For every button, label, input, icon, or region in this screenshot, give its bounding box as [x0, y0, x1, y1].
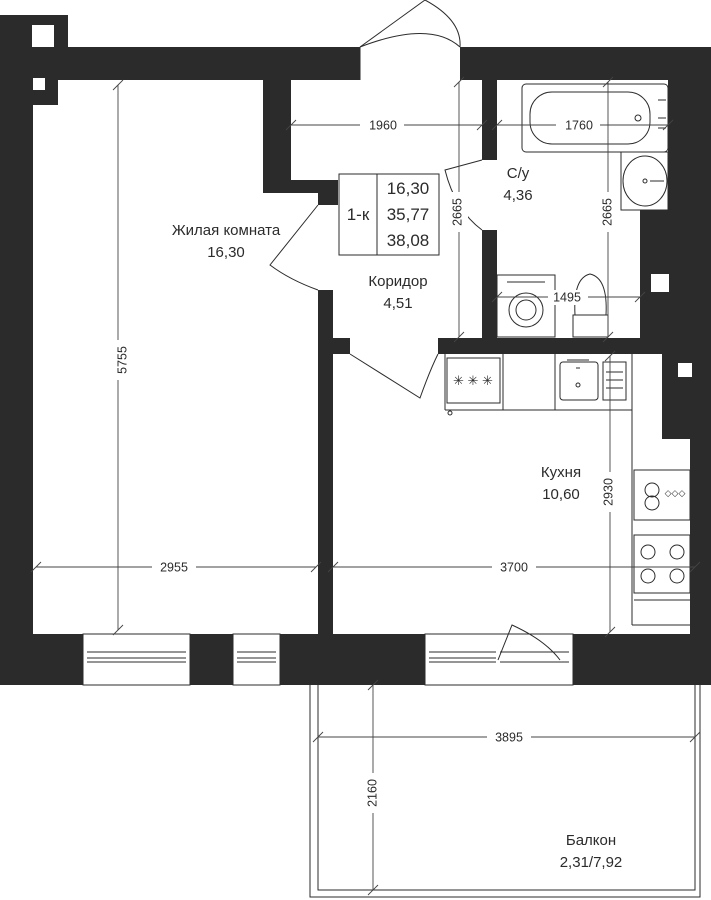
- stove: [633, 534, 691, 601]
- dim-kitchen-height: 2930: [601, 478, 615, 506]
- dim-living-width: 2955: [160, 560, 188, 574]
- svg-text:✳ ✳ ✳: ✳ ✳ ✳: [453, 373, 493, 388]
- dim-bath-height: 2665: [600, 198, 614, 226]
- kitchen-counter: [444, 354, 690, 626]
- dim-kitchen-width: 3700: [500, 560, 528, 574]
- corridor-name: Коридор: [368, 273, 427, 290]
- cooktop-top: ✳ ✳ ✳: [446, 357, 501, 416]
- info-box: [338, 173, 440, 256]
- dim-balcony-depth: 2160: [365, 779, 379, 807]
- living-room-area: 16,30: [207, 244, 245, 261]
- sink: [620, 151, 669, 211]
- living-room-name: Жилая комната: [172, 222, 281, 239]
- dim-living-height: 5755: [115, 346, 129, 374]
- walls: [0, 15, 711, 685]
- dim-bath-width: 1495: [553, 290, 581, 304]
- dim-bath-tub-width: 1760: [565, 118, 593, 132]
- windows: [82, 633, 574, 686]
- dimension-labels: 5755 2955 1960 2665 1760 2665 1495 2930 …: [108, 118, 619, 813]
- dishwasher: ◇◇◇: [633, 469, 691, 521]
- living-area-value: 16,30: [387, 179, 430, 198]
- total-with-balcony-value: 38,08: [387, 231, 430, 250]
- total-area-value: 35,77: [387, 205, 430, 224]
- dim-balcony-width: 3895: [495, 730, 523, 744]
- info-box-text: 1-к 16,30 35,77 38,08: [347, 179, 430, 250]
- balcony-area: 2,31/7,92: [560, 854, 623, 871]
- apartment-type: 1-к: [347, 205, 370, 224]
- wall-details: [32, 25, 692, 377]
- balcony-name: Балкон: [566, 832, 616, 849]
- balcony-outline: [309, 685, 701, 898]
- kitchen-sink: [559, 359, 627, 401]
- room-labels: Жилая комната 16,30 Коридор 4,51 С/у 4,3…: [172, 165, 622, 871]
- svg-text:◇◇◇: ◇◇◇: [665, 488, 686, 498]
- toilet: [572, 273, 609, 338]
- washing-machine: [496, 274, 556, 338]
- kitchen-name: Кухня: [541, 464, 581, 481]
- dim-corridor-width: 1960: [369, 118, 397, 132]
- corridor-area: 4,51: [383, 295, 412, 312]
- kitchen-area: 10,60: [542, 486, 580, 503]
- bathroom-name: С/у: [507, 165, 530, 182]
- bathroom-area: 4,36: [503, 187, 532, 204]
- dim-corridor-height: 2665: [450, 198, 464, 226]
